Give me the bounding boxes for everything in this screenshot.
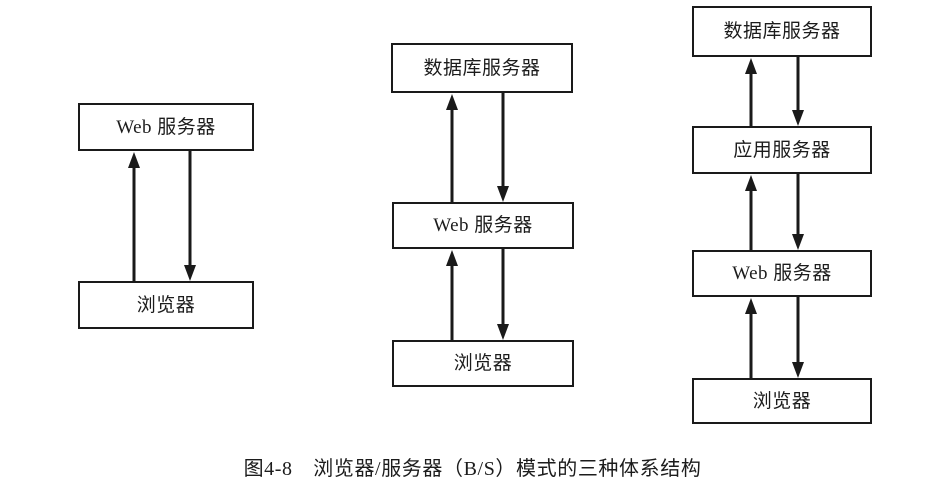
- node-label: Web 服务器: [433, 215, 533, 236]
- node-box: 应用服务器: [692, 126, 872, 174]
- node-box: Web 服务器: [78, 103, 254, 151]
- node-box: Web 服务器: [392, 202, 574, 249]
- node-label: Web 服务器: [116, 116, 216, 138]
- arrow-up: [745, 298, 757, 378]
- node-label: 浏览器: [752, 390, 812, 412]
- node-label: 应用服务器: [733, 139, 831, 161]
- arrow-down: [497, 249, 509, 340]
- arrow-down: [792, 174, 804, 250]
- node-label: 浏览器: [136, 294, 196, 316]
- node-box: Web 服务器: [692, 250, 872, 297]
- node-box: 数据库服务器: [391, 43, 573, 93]
- node-label: 浏览器: [453, 353, 513, 374]
- node-box: 浏览器: [392, 340, 574, 387]
- arrow-down: [792, 297, 804, 378]
- arrow-down: [792, 57, 804, 126]
- arrow-down: [184, 151, 196, 281]
- node-box: 浏览器: [692, 378, 872, 424]
- arrow-up: [446, 94, 458, 202]
- node-label: Web 服务器: [732, 263, 832, 284]
- arrow-up: [128, 152, 140, 281]
- node-box: 浏览器: [78, 281, 254, 329]
- arrow-up: [745, 58, 757, 126]
- node-label: 数据库服务器: [723, 21, 841, 42]
- figure-caption: 图4-8 浏览器/服务器（B/S）模式的三种体系结构: [243, 458, 702, 480]
- arrow-up: [446, 250, 458, 340]
- arrow-down: [497, 93, 509, 202]
- node-box: 数据库服务器: [692, 6, 872, 57]
- node-label: 数据库服务器: [423, 57, 541, 79]
- arrow-up: [745, 175, 757, 250]
